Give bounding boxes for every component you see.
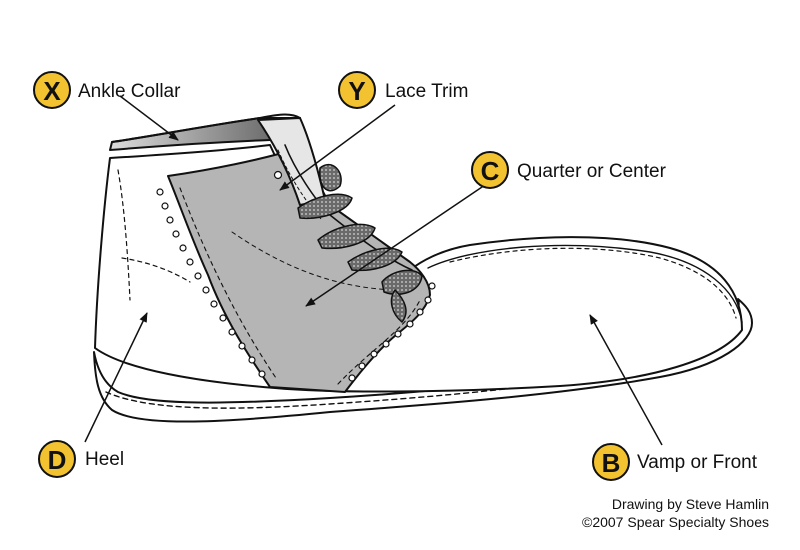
arrow-lace-trim xyxy=(279,104,396,191)
badge-c xyxy=(471,151,509,189)
credit-artist: Drawing by Steve Hamlin xyxy=(611,496,769,512)
label-ankle-collar: Ankle Collar xyxy=(78,81,181,102)
badge-y-letter: Y xyxy=(348,76,365,106)
arrow-vamp xyxy=(589,314,663,446)
arrow-heel xyxy=(84,312,148,443)
callout-lace-trim: Y Lace Trim xyxy=(338,71,468,109)
arrow-quarter xyxy=(305,184,486,307)
label-heel: Heel xyxy=(85,449,124,470)
arrow-ankle-collar xyxy=(119,95,179,141)
badge-b-letter: B xyxy=(602,448,621,478)
badge-x xyxy=(33,71,71,109)
badge-d-letter: D xyxy=(48,445,67,475)
laces xyxy=(297,163,423,323)
badge-c-letter: C xyxy=(481,156,500,186)
perforations xyxy=(156,188,436,382)
badge-x-letter: X xyxy=(43,76,61,106)
credit-copyright: ©2007 Spear Specialty Shoes xyxy=(582,514,769,530)
label-quarter: Quarter or Center xyxy=(517,161,667,182)
shoe-illustration xyxy=(93,113,753,423)
leader-arrows xyxy=(84,95,663,446)
callout-heel: D Heel xyxy=(38,440,124,478)
callout-ankle-collar: X Ankle Collar xyxy=(33,71,181,109)
badge-d xyxy=(38,440,76,478)
label-lace-trim: Lace Trim xyxy=(385,81,468,102)
callout-vamp: B Vamp or Front xyxy=(592,443,758,481)
label-vamp: Vamp or Front xyxy=(637,452,758,473)
badge-y xyxy=(338,71,376,109)
callout-quarter: C Quarter or Center xyxy=(471,151,667,189)
badge-b xyxy=(592,443,630,481)
